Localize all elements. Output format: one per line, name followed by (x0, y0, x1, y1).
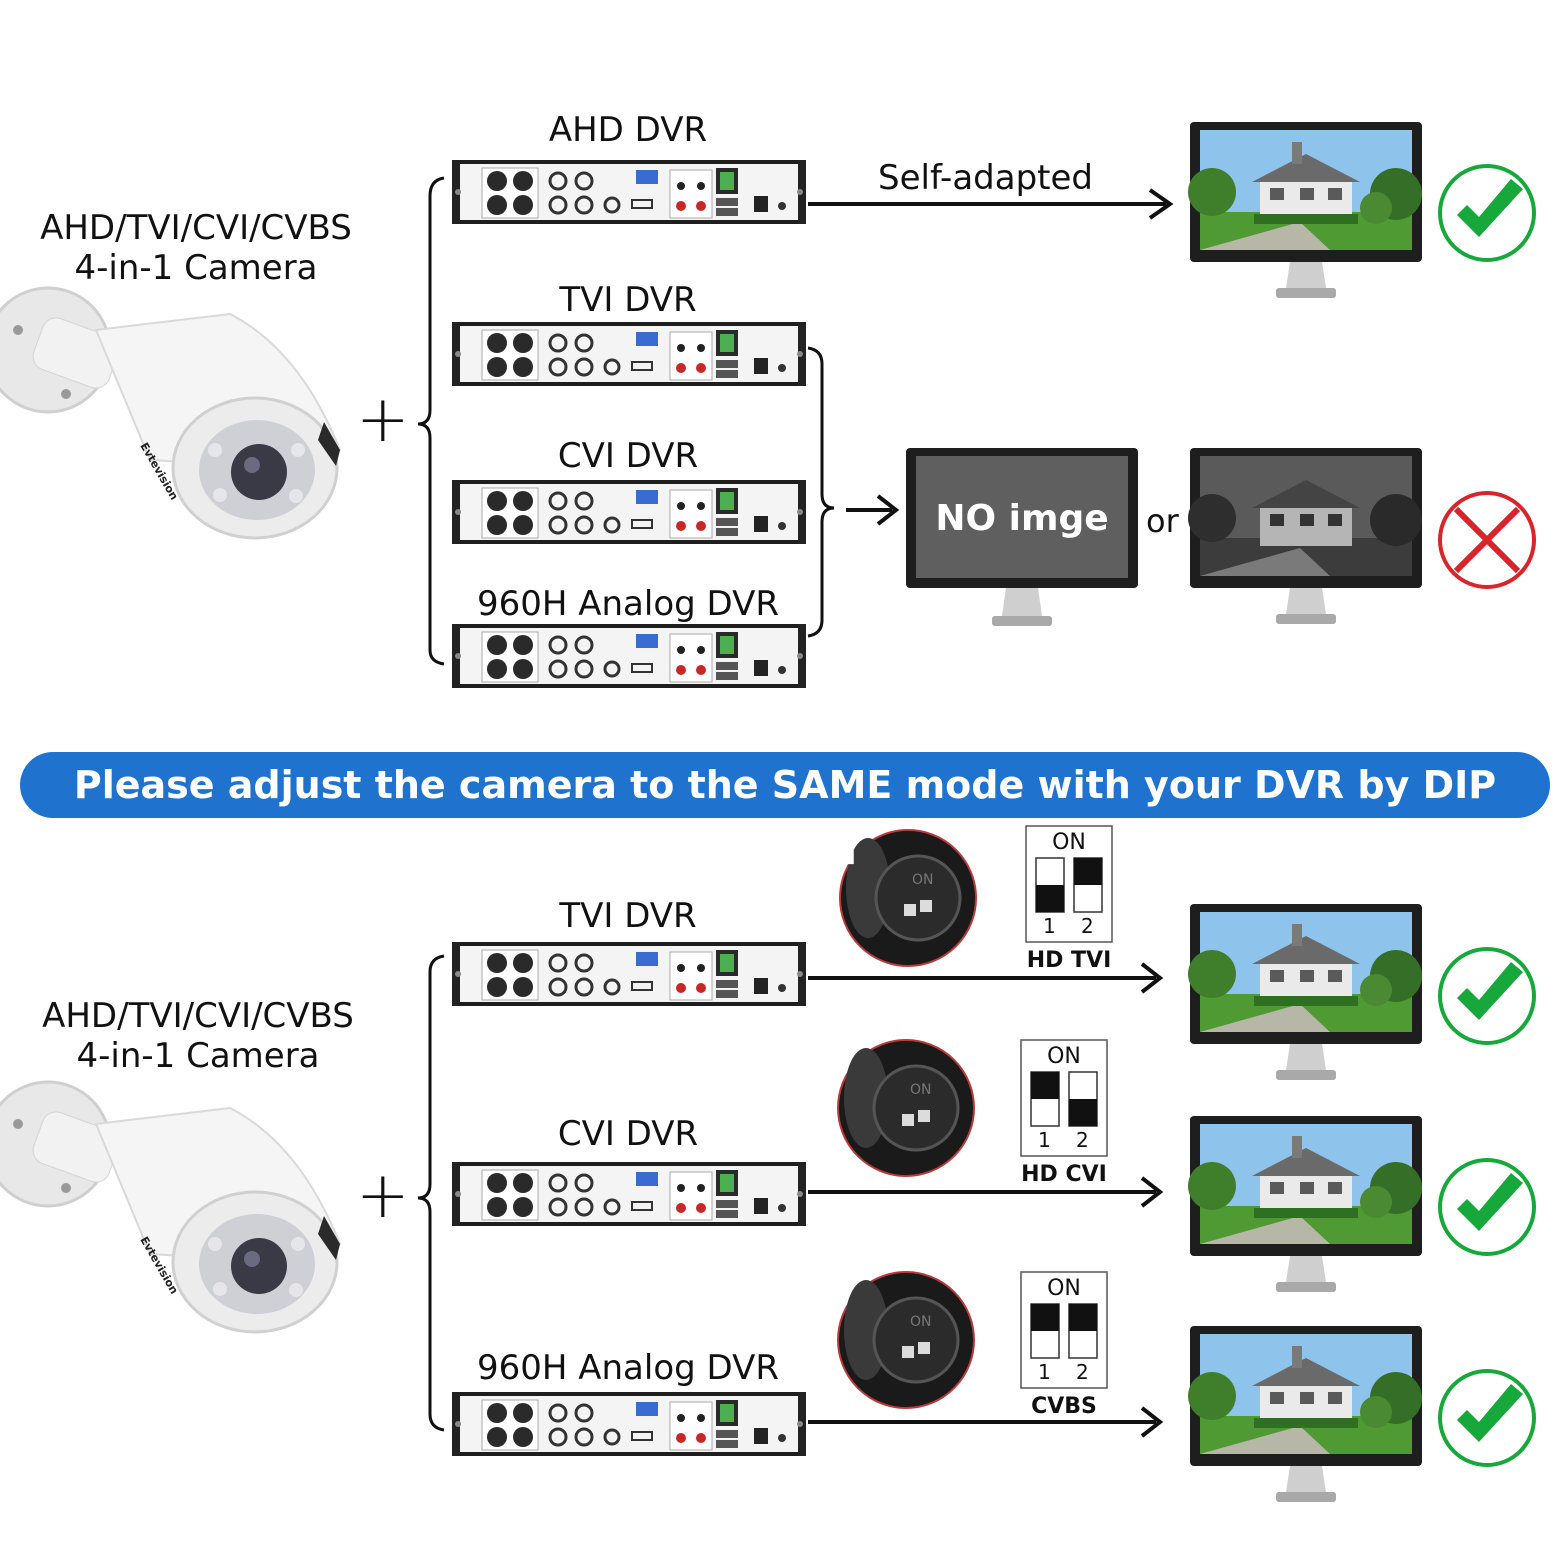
cross-icon (1438, 491, 1536, 589)
instruction-banner: Please adjust the camera to the SAME mod… (20, 752, 1550, 873)
dvr-label-cvi: CVI DVR (557, 436, 699, 476)
dip-on-label: ON (1047, 1276, 1081, 1301)
monitor-icon (1188, 904, 1422, 1080)
camera-label: AHD/TVI/CVI/CVBS 4-in-1 Camera (16, 208, 376, 288)
dip-on-label: ON (1052, 830, 1086, 855)
dvr-label-cvi: CVI DVR (557, 1114, 699, 1154)
dvr-icon (450, 478, 808, 546)
bottom-brace (417, 954, 445, 1432)
dip-photo (838, 828, 978, 968)
camera-label: AHD/TVI/CVI/CVBS 4-in-1 Camera (18, 996, 378, 1076)
monitor-icon (1188, 1116, 1422, 1292)
dip-photo (836, 1038, 976, 1178)
dvr-label-960h: 960H Analog DVR (476, 1348, 779, 1388)
dvr-label-960h: 960H Analog DVR (476, 584, 779, 624)
plus-sign: + (356, 1159, 410, 1233)
no-image-text: NO imge (935, 498, 1109, 539)
or-text: or (1146, 502, 1179, 540)
dip-switch-icon (1020, 1271, 1108, 1389)
dvr-icon (450, 158, 808, 226)
dvr-icon (450, 1390, 808, 1458)
check-icon (1438, 947, 1536, 1045)
plus-sign: + (356, 383, 410, 457)
check-icon (1438, 1369, 1536, 1467)
dip-num-2: 2 (1076, 1360, 1089, 1384)
dip-num-1: 1 (1038, 1360, 1051, 1384)
dip-switch-icon (1025, 825, 1113, 943)
monitor-icon (1188, 1326, 1422, 1502)
camera-label-line1: AHD/TVI/CVI/CVBS (40, 208, 352, 248)
top-brace (417, 176, 445, 666)
arrow-head (1140, 1176, 1164, 1208)
dip-on-label: ON (1047, 1044, 1081, 1069)
dip-num-2: 2 (1076, 1128, 1089, 1152)
dvr-icon (450, 622, 808, 690)
dip-num-2: 2 (1081, 914, 1094, 938)
check-icon (1438, 1158, 1536, 1256)
dvr-label-tvi: TVI DVR (559, 280, 697, 320)
dvr-label-tvi: TVI DVR (559, 896, 697, 936)
dip-switch-icon (1020, 1039, 1108, 1157)
check-icon (1438, 164, 1536, 262)
dvr-icon (450, 320, 808, 388)
arrow-head (1148, 188, 1174, 220)
self-adapted-label: Self-adapted (878, 158, 1093, 198)
dvr-icon (450, 940, 808, 1008)
monitor-icon (1188, 448, 1422, 624)
dip-num-1: 1 (1038, 1128, 1051, 1152)
dvr-icon (450, 1160, 808, 1228)
camera-label-line2: 4-in-1 Camera (76, 1036, 320, 1076)
arrow-head (876, 494, 900, 526)
arrow-head (1140, 1406, 1164, 1438)
monitor-icon (1188, 122, 1422, 298)
no-image-monitor (906, 448, 1138, 626)
right-brace (807, 346, 835, 638)
camera-label-line2: 4-in-1 Camera (74, 248, 318, 288)
mode-label-tvi: HD TVI (1026, 948, 1112, 973)
dip-num-1: 1 (1043, 914, 1056, 938)
mode-label-cvi: HD CVI (1021, 1162, 1107, 1187)
camera-label-line1: AHD/TVI/CVI/CVBS (42, 996, 354, 1036)
dvr-label-ahd: AHD DVR (548, 110, 708, 150)
dip-photo (836, 1270, 976, 1410)
mode-label-cvbs: CVBS (1031, 1394, 1097, 1419)
arrow-head (1140, 962, 1164, 994)
